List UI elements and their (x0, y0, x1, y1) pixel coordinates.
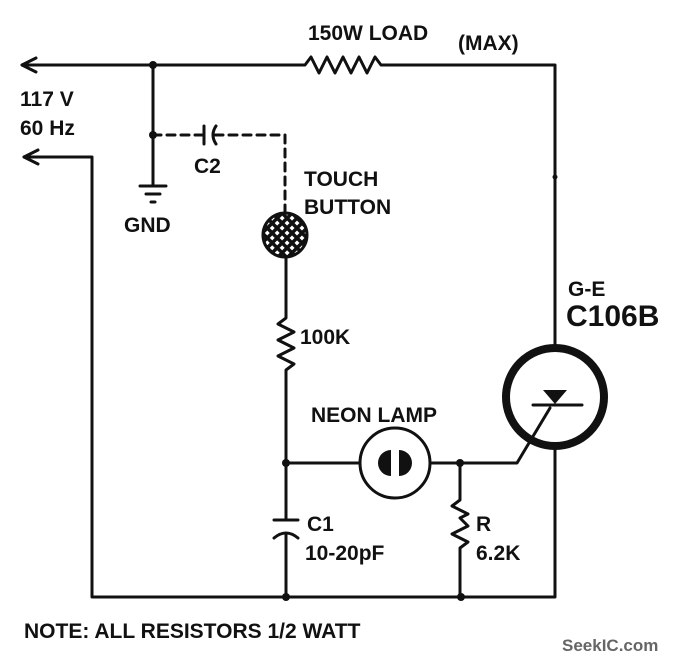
junction (149, 61, 157, 69)
junction (149, 131, 157, 139)
junction (282, 459, 290, 467)
r-label: R (476, 513, 491, 536)
ground-icon (138, 184, 168, 204)
r-value-label: 6.2K (476, 542, 520, 565)
c1-label: C1 (307, 513, 334, 536)
scr-maker-label: G-E (568, 278, 605, 301)
scr-part-label: C106B (566, 300, 659, 333)
touch-button (261, 211, 309, 259)
neutral-wire (22, 155, 557, 599)
scr-diode-icon (543, 390, 567, 404)
voltage-label: 117 V (20, 88, 74, 111)
touch-wire (276, 255, 296, 599)
neon-lamp (358, 426, 432, 500)
c2-dashed-wire (151, 133, 287, 214)
c2-capacitor (202, 124, 218, 146)
load-max-label: (MAX) (458, 32, 519, 55)
neon-label: NEON LAMP (311, 404, 437, 427)
top-wire (20, 55, 557, 349)
gnd-label: GND (124, 214, 171, 237)
note-label: NOTE: ALL RESISTORS 1/2 WATT (24, 620, 361, 643)
input-arrow-bottom (22, 148, 40, 166)
load-label: 150W LOAD (308, 22, 428, 45)
r100k-label: 100K (300, 326, 350, 349)
junction (457, 593, 465, 601)
scr-body (502, 344, 608, 450)
r-resistor (450, 461, 470, 599)
c1-value-label: 10-20pF (305, 542, 385, 565)
watermark: SeekIC.com (562, 636, 658, 655)
button-label: BUTTON (304, 196, 391, 219)
c1-capacitor (272, 518, 300, 540)
neon-electrodes (378, 450, 412, 476)
frequency-label: 60 Hz (20, 117, 75, 140)
junction (282, 593, 290, 601)
touch-label: TOUCH (304, 168, 378, 191)
input-arrow-top (20, 56, 38, 74)
junction (456, 459, 464, 467)
c2-label: C2 (194, 155, 221, 178)
junction (552, 174, 558, 180)
